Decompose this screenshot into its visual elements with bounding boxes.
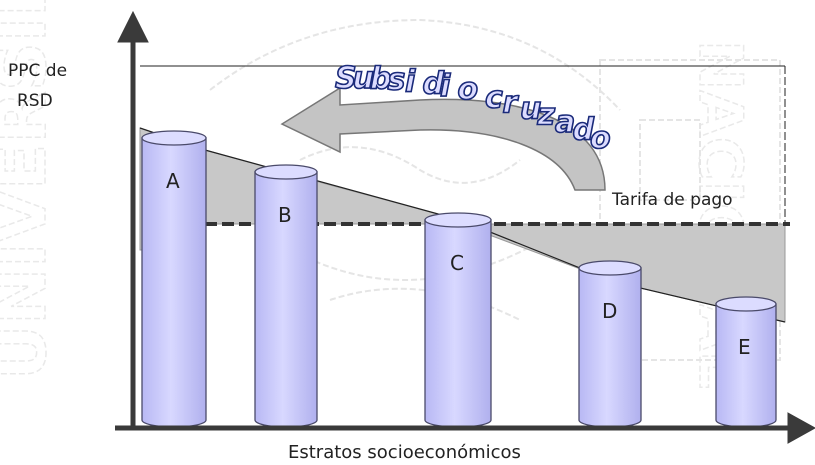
stratum-label: A (166, 169, 180, 193)
axes (115, 10, 815, 444)
stratum-label: E (738, 335, 751, 359)
stratum-label: D (602, 299, 617, 323)
cylinder-cap (254, 164, 318, 180)
watermark-seal: UNIVERSIDAD NACIONAL (0, 0, 781, 390)
strata-cylinders: A B C D E (141, 130, 777, 428)
cylinder-cap (424, 212, 492, 228)
cylinder-b: B (254, 164, 318, 428)
cylinder-body (715, 303, 777, 428)
cylinder-e: E (715, 296, 777, 428)
stratum-label: B (278, 203, 292, 227)
cylinder-cap (141, 130, 207, 146)
tariff-label: Tarifa de pago (611, 190, 733, 210)
cylinder-d: D (578, 260, 642, 428)
stratum-label: C (450, 251, 464, 275)
y-axis-label-line2: RSD (17, 91, 53, 111)
x-axis-label: Estratos socioeconómicos (288, 442, 521, 460)
cylinder-cap (715, 296, 777, 312)
svg-text:UNIVERSIDAD: UNIVERSIDAD (0, 0, 62, 380)
cylinder-cap (578, 260, 642, 276)
y-axis-arrowhead (117, 10, 149, 43)
cylinder-a: A (141, 130, 207, 428)
cylinder-body (578, 267, 642, 428)
x-axis-arrowhead (787, 412, 815, 444)
cylinder-c: C (424, 212, 492, 428)
y-axis-label-line1: PPC de (8, 61, 67, 81)
subsidy-arrow (280, 86, 606, 191)
